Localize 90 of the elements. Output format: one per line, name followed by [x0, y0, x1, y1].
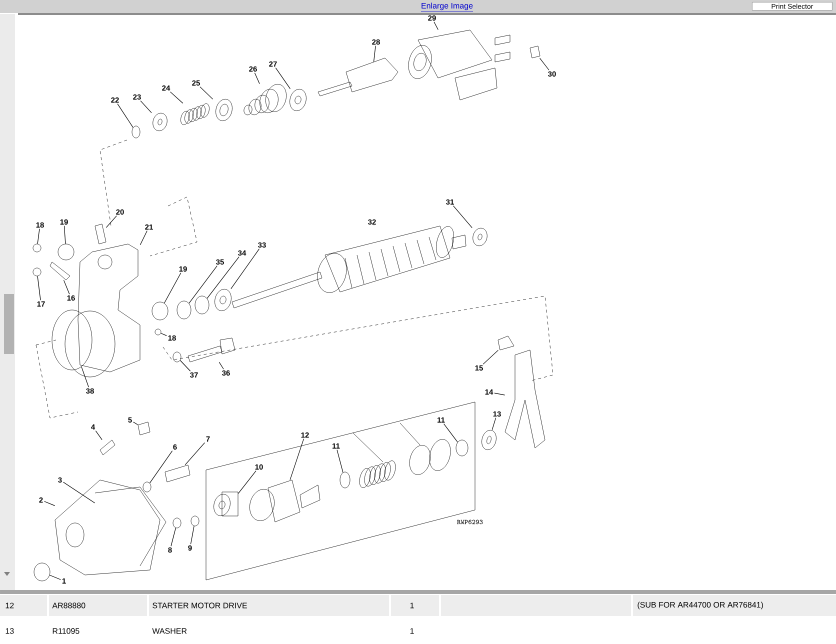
- leader-line: [64, 226, 66, 244]
- part-drawing: [172, 352, 182, 362]
- leader-line: [160, 332, 167, 336]
- part-drawing: [78, 244, 140, 372]
- leader-line: [164, 272, 182, 304]
- part-drawing: [214, 288, 232, 311]
- leader-line: [275, 68, 291, 90]
- leader-line: [444, 423, 458, 442]
- part-drawing: [408, 30, 510, 100]
- leader-line: [184, 442, 206, 466]
- leader-line: [63, 280, 70, 294]
- link: Enlarge Image: [420, 2, 474, 12]
- leader-line: [37, 276, 41, 300]
- part-drawing: [190, 516, 200, 526]
- part-drawing: [504, 350, 546, 448]
- table-cell: 12: [6, 602, 14, 608]
- leader-line: [149, 450, 173, 484]
- part-drawing: [250, 480, 320, 522]
- part-drawing: [58, 244, 74, 260]
- part-drawing: [498, 336, 514, 350]
- table-cell: STARTER MOTOR DRIVE: [152, 602, 247, 608]
- part-drawing: [32, 244, 42, 252]
- leader-line: [180, 360, 191, 372]
- part-drawing: [180, 103, 210, 126]
- leader-line: [290, 438, 304, 480]
- leader-line: [230, 248, 260, 290]
- leader-line: [37, 228, 40, 244]
- part-drawing: [52, 310, 116, 378]
- leader-line: [95, 430, 102, 440]
- part-drawing: [154, 328, 162, 336]
- part-drawing: [244, 84, 287, 116]
- leader-line: [132, 422, 138, 426]
- leader-line: [188, 266, 218, 304]
- table-cell: 1: [410, 628, 414, 634]
- table-cell: 13: [6, 628, 14, 634]
- leader-line: [434, 22, 438, 30]
- part-drawing: [50, 262, 70, 280]
- part-drawing: [472, 228, 488, 246]
- part-drawing: [176, 300, 192, 320]
- leader-line: [117, 104, 134, 128]
- part-drawing: [164, 464, 190, 482]
- leader-line: [494, 392, 506, 396]
- leader-line: [44, 501, 56, 506]
- part-drawing: [94, 224, 106, 244]
- part-drawing: [152, 302, 168, 320]
- part-drawing: [94, 486, 166, 566]
- leader-line: [206, 256, 240, 299]
- leader-line: [238, 470, 256, 494]
- part-drawing: [530, 46, 540, 58]
- part-drawing: [290, 88, 306, 111]
- table-cell: R11095: [52, 628, 80, 634]
- leader-line: [540, 58, 550, 70]
- part-drawing: [188, 338, 236, 362]
- leader-line: [106, 216, 117, 228]
- part-drawing: [482, 430, 496, 450]
- leader-line: [336, 449, 344, 473]
- leader-line: [218, 362, 224, 370]
- part-drawing: [340, 472, 350, 488]
- table-cell: (SUB FOR AR44700 OR AR76841): [638, 602, 763, 610]
- leader-line: [170, 92, 184, 104]
- part-drawing: [216, 98, 232, 121]
- part-drawing: [132, 126, 140, 138]
- leader-line: [170, 528, 176, 546]
- part-drawing: [100, 440, 116, 456]
- leader-line: [140, 230, 148, 246]
- leader-line: [492, 418, 496, 430]
- part-drawing: [194, 296, 210, 314]
- table-cell: AR88880: [52, 602, 86, 608]
- leader-line: [254, 72, 260, 84]
- table-cell: 1: [410, 602, 414, 608]
- leader-line: [373, 46, 376, 62]
- part-drawing: [152, 112, 168, 132]
- leader-line: [49, 574, 62, 580]
- leader-line: [190, 526, 194, 544]
- leader-line: [140, 100, 152, 114]
- part-drawing: [34, 562, 50, 582]
- leader-line: [63, 482, 96, 504]
- part-drawing: [32, 268, 42, 276]
- leader-line: [200, 86, 214, 100]
- table-cell: WASHER: [152, 628, 187, 634]
- leader-line: [453, 206, 472, 228]
- part-drawing: [172, 518, 182, 528]
- part-drawing: [318, 58, 398, 96]
- leader-line: [482, 350, 499, 364]
- part-drawing: [142, 482, 152, 492]
- part-drawing: [232, 226, 466, 308]
- leader-line: [81, 366, 89, 388]
- part-drawing: [138, 422, 150, 436]
- part-drawing: [214, 492, 238, 516]
- part-drawing: [456, 440, 468, 456]
